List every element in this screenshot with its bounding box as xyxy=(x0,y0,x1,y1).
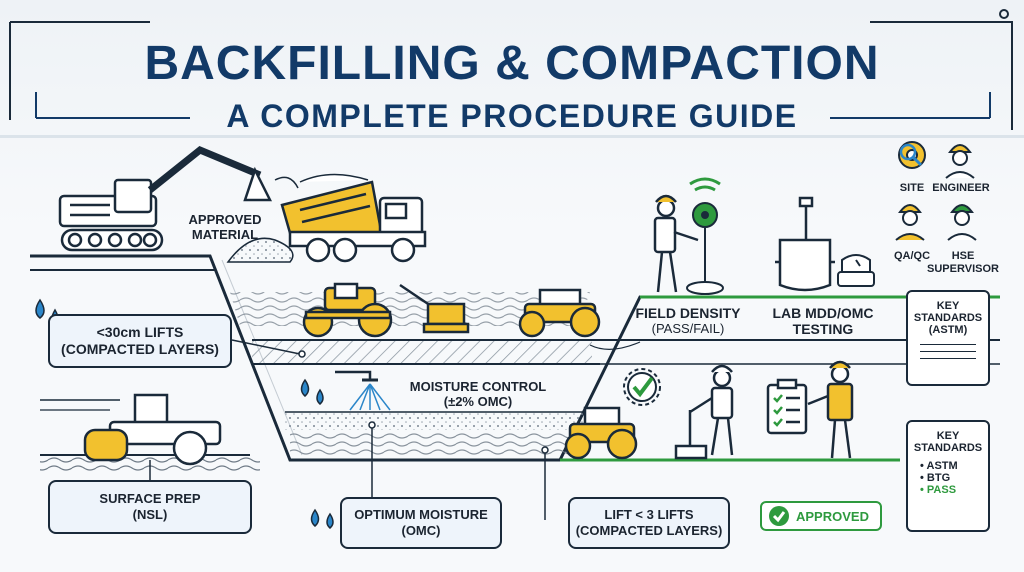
hse-icon xyxy=(947,204,977,241)
moisture-control-label: MOISTURE CONTROL (±2% OMC) xyxy=(409,379,547,409)
gear-check-icon xyxy=(623,368,661,406)
wifi-icon xyxy=(689,177,721,192)
arrow-icon xyxy=(274,176,299,189)
subtitle: A COMPLETE PROCEDURE GUIDE xyxy=(226,98,798,134)
qaqc-icon xyxy=(895,204,925,241)
connector-lines xyxy=(149,339,549,520)
roller-icon xyxy=(83,393,222,466)
roller-icon xyxy=(302,282,393,338)
standards-item: • ASTM xyxy=(920,460,958,472)
plate-compactor-icon xyxy=(399,283,470,334)
roller-icon xyxy=(564,406,638,460)
role-engineer-label: ENGINEER xyxy=(932,182,990,194)
optimum-moisture-callout: OPTIMUM MOISTURE (OMC) xyxy=(340,497,502,549)
pass-fail-label: (PASS/FAIL) xyxy=(651,321,725,336)
roller-icon xyxy=(518,288,601,338)
worker-icon xyxy=(674,364,734,460)
worker-icon xyxy=(807,360,854,459)
lab-testing-label: LAB MDD/OMC TESTING xyxy=(772,305,874,338)
standards-bottom-title: KEY STANDARDS xyxy=(913,430,983,454)
excavator-icon xyxy=(58,145,273,252)
surface-prep-callout: SURFACE PREP (NSL) xyxy=(48,480,252,534)
worker-icon xyxy=(653,194,699,293)
sprinkler-icon xyxy=(335,370,391,411)
lifts-callout: <30cm LIFTS (COMPACTED LAYERS) xyxy=(48,314,232,368)
dump-truck-icon xyxy=(280,173,427,263)
site-icon xyxy=(898,141,926,169)
approved-material-label: APPROVED MATERIAL xyxy=(188,212,262,242)
cylinder-icon xyxy=(775,196,835,292)
radiation-icon xyxy=(686,202,724,295)
water-drop-icon xyxy=(35,298,334,529)
approved-badge: APPROVED xyxy=(760,501,882,531)
scale-icon xyxy=(837,254,875,287)
standards-scroll-bottom: KEY STANDARDS • ASTM • BTG • PASS xyxy=(906,420,990,532)
field-density-label: FIELD DENSITY xyxy=(635,305,741,321)
standards-pass: • PASS xyxy=(920,484,957,496)
main-title: BACKFILLING & COMPACTION xyxy=(144,37,880,90)
engineer-icon xyxy=(945,144,975,179)
standards-top-title: KEY STANDARDS (ASTM) xyxy=(913,300,983,336)
role-hse-label: HSE SUPERVISOR xyxy=(927,250,999,275)
standards-scroll-top: KEY STANDARDS (ASTM) xyxy=(906,290,990,386)
role-site-label: SITE xyxy=(899,182,925,194)
check-circle-icon xyxy=(769,506,789,526)
standards-item: • BTG xyxy=(920,472,951,484)
role-qaqc-label: QA/QC xyxy=(893,250,931,262)
clipboard-icon xyxy=(766,378,808,435)
approved-text: APPROVED xyxy=(796,508,869,524)
title-frame xyxy=(0,9,1024,138)
lift-callout: LIFT < 3 LIFTS (COMPACTED LAYERS) xyxy=(568,497,730,549)
